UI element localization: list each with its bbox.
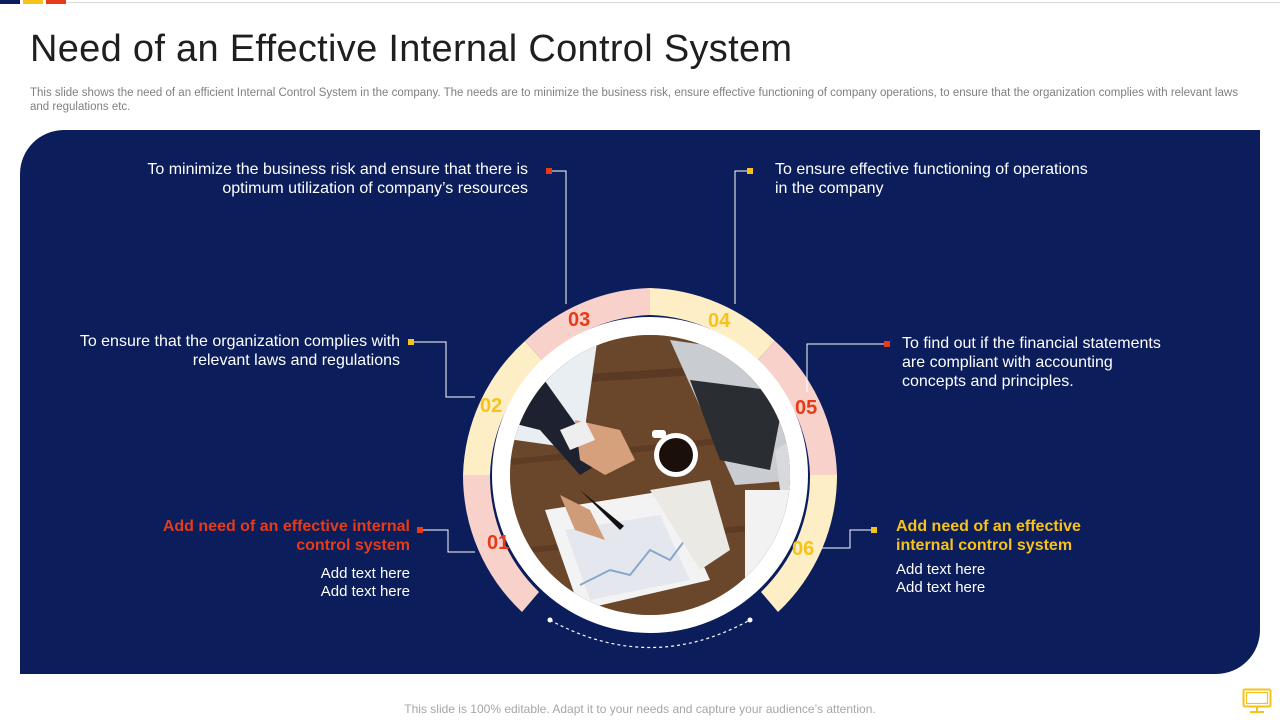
circular-diagram: 01 02 03 04 05 06 bbox=[408, 168, 890, 648]
item-03-text: To minimize the business risk and ensure… bbox=[80, 160, 528, 198]
segment-05 bbox=[757, 341, 837, 475]
connector-03 bbox=[548, 170, 567, 304]
item-05-text: To find out if the financial statements … bbox=[902, 334, 1222, 391]
slide-footer: This slide is 100% editable. Adapt it to… bbox=[404, 702, 876, 716]
connector-05 bbox=[806, 343, 888, 392]
connector-04 bbox=[734, 170, 751, 304]
marker-02 bbox=[408, 339, 414, 345]
marker-01 bbox=[417, 527, 423, 533]
accent-yellow bbox=[23, 0, 43, 4]
item-04-line2: in the company bbox=[775, 180, 884, 197]
monitor-icon[interactable] bbox=[1242, 688, 1272, 719]
slide-title: Need of an Effective Internal Control Sy… bbox=[30, 28, 793, 70]
top-accent-bar bbox=[0, 0, 1280, 4]
marker-06 bbox=[871, 527, 877, 533]
segment-04 bbox=[650, 288, 775, 361]
item-01-text-line1: Add text here bbox=[320, 565, 410, 582]
item-04-text: To ensure effective functioning of opera… bbox=[775, 160, 1155, 198]
item-06-heading-line1: Add need of an effective bbox=[896, 518, 1081, 535]
top-divider bbox=[66, 2, 1280, 3]
item-06-text-line2: Add text here bbox=[896, 579, 986, 596]
segment-02 bbox=[463, 341, 543, 475]
number-03: 03 bbox=[568, 309, 590, 331]
connector-06 bbox=[822, 529, 874, 549]
connector-01 bbox=[420, 529, 475, 553]
accent-red bbox=[46, 0, 66, 4]
item-05-line2: are compliant with accounting bbox=[902, 354, 1113, 371]
item-06-block: Add need of an effective internal contro… bbox=[896, 517, 1196, 597]
item-01-heading-line2: control system bbox=[296, 537, 410, 554]
item-01-block: Add need of an effective internal contro… bbox=[100, 517, 410, 601]
marker-05 bbox=[884, 341, 890, 347]
item-03-line2: optimum utilization of company’s resourc… bbox=[222, 180, 528, 197]
item-05-line1: To find out if the financial statements bbox=[902, 335, 1161, 352]
segment-03 bbox=[525, 288, 650, 361]
item-06-heading-line2: internal control system bbox=[896, 537, 1073, 554]
item-06-text-line1: Add text here bbox=[896, 561, 986, 578]
item-02-line1: To ensure that the organization complies… bbox=[79, 333, 400, 350]
arc-dot-left bbox=[547, 617, 553, 623]
item-02-text: To ensure that the organization complies… bbox=[40, 332, 400, 370]
marker-04 bbox=[747, 168, 753, 174]
marker-03 bbox=[546, 168, 552, 174]
number-04: 04 bbox=[708, 310, 731, 332]
number-06: 06 bbox=[792, 538, 814, 560]
arc-dot-right bbox=[747, 617, 753, 623]
dashed-bottom-arc bbox=[549, 619, 751, 648]
connector-02 bbox=[410, 341, 475, 398]
business-desk-photo bbox=[510, 335, 790, 615]
item-02-line2: relevant laws and regulations bbox=[192, 352, 400, 369]
number-02: 02 bbox=[480, 395, 502, 417]
item-03-line1: To minimize the business risk and ensure… bbox=[147, 161, 528, 178]
number-01: 01 bbox=[487, 532, 509, 554]
item-04-line1: To ensure effective functioning of opera… bbox=[775, 161, 1088, 178]
connector-lines bbox=[410, 170, 888, 553]
item-01-text-line2: Add text here bbox=[320, 583, 410, 600]
segment-06 bbox=[761, 475, 838, 612]
accent-navy bbox=[0, 0, 20, 4]
item-05-line3: concepts and principles. bbox=[902, 373, 1074, 390]
number-05: 05 bbox=[795, 397, 817, 419]
slide-subtitle: This slide shows the need of an efficien… bbox=[30, 87, 1238, 113]
content-panel: 01 02 03 04 05 06 To minimize the busine… bbox=[20, 130, 1260, 674]
item-01-heading-line1: Add need of an effective internal bbox=[162, 518, 410, 535]
segment-01 bbox=[462, 475, 539, 612]
